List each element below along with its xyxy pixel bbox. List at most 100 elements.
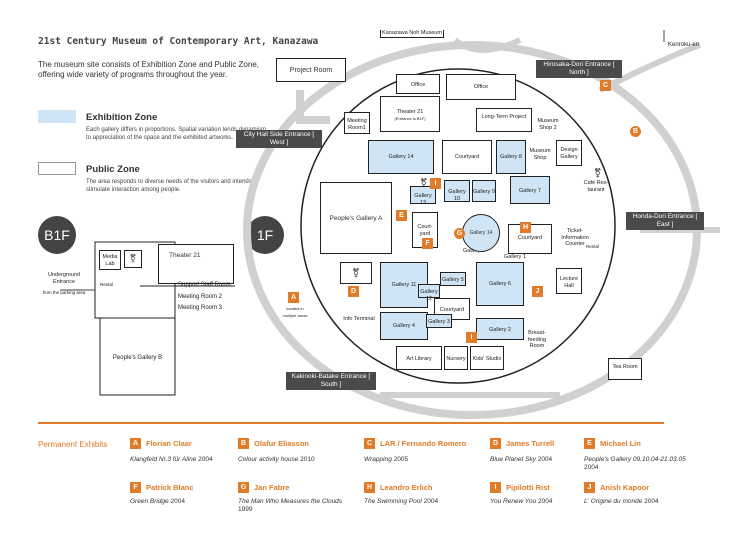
south-entrance-label: Kakinoki-Batake Entrance [ South ]: [286, 372, 376, 390]
exhibit-artist: Florian Claar: [146, 439, 192, 448]
exhibit-artist: LAR / Fernando Romero: [380, 439, 467, 448]
floor-b1-badge: B1F: [38, 216, 76, 254]
gallery-3[interactable]: Gallery 3: [426, 314, 452, 328]
exhibit-artist: Anish Kapoor: [600, 483, 650, 492]
gallery-11[interactable]: Gallery 11: [380, 262, 428, 308]
marker-i-1[interactable]: I: [430, 178, 441, 189]
underground-entrance-label: Underground Entrance: [47, 272, 81, 285]
exhibit-work: Blue Planet Sky 2004: [490, 456, 552, 464]
gallery-4[interactable]: Gallery 4: [380, 312, 428, 340]
f1-design-gallery: Design Gallery: [556, 140, 582, 166]
exhibit-work-title: Blue Planet Sky: [490, 456, 536, 463]
exhibit-work-title: Wrapping: [364, 456, 392, 463]
exhibit-year: 2005: [393, 456, 409, 463]
exhibit-year: 2004: [537, 456, 553, 463]
gallery-1[interactable]: Gallery 1: [503, 254, 526, 260]
f1-kids-studio: Kids' Studio: [470, 346, 504, 370]
gallery-12[interactable]: Gallery 12: [418, 284, 440, 302]
f1-office-1: Office: [396, 74, 440, 94]
f1-restroom-icon: ⚧: [340, 262, 372, 284]
gallery-8[interactable]: Gallery 8: [496, 140, 526, 174]
b1-support-room: Support Staff Room: [178, 282, 231, 288]
exhibit-work-title: The Swimming Pool: [364, 498, 422, 505]
marker-d[interactable]: D: [348, 286, 359, 297]
f1-restroom-icon-3: ⚧: [594, 168, 602, 178]
gallery-6[interactable]: Gallery 6: [476, 262, 524, 306]
north-path: [598, 42, 702, 93]
f1-art-library: Art Library: [396, 346, 442, 370]
marker-f[interactable]: F: [422, 238, 433, 249]
f1-nursery: Nursery: [444, 346, 468, 370]
underground-entrance-sub: from the parking area: [42, 290, 86, 295]
f1-info-terminal: Info Terminal: [343, 316, 375, 322]
f1-office-2: Office: [446, 74, 516, 100]
f1-museum-shop-2: Museum Shop 2: [537, 118, 559, 131]
exhibit-artist: Olafur Eliasson: [254, 439, 310, 448]
f1-longterm-project: Long-Term Project: [476, 108, 532, 132]
f1-meeting-room1: Meeting Room1: [344, 112, 370, 134]
exhibit-artist: Pipilotti Rist: [506, 483, 550, 492]
f1-ticket-counter: Ticket-Information Counter: [561, 228, 589, 247]
exhibit-letter-i: I: [490, 482, 501, 493]
noh-museum-label: Kanazawa Noh Museum: [380, 30, 444, 38]
gallery-7[interactable]: Gallery 7: [510, 176, 550, 204]
west-path: [296, 90, 330, 124]
exhibit-work-title: The Man Who Measures the Clouds: [238, 498, 343, 505]
marker-h[interactable]: H: [520, 222, 531, 233]
exhibit-letter-f: F: [130, 482, 141, 493]
north-entrance-label: Hirosaka-Dori Entrance [ North ]: [536, 60, 622, 78]
f1-theater21: Theater 21(Entrance is B1F): [380, 96, 440, 132]
exhibit-work-title: People's Gallery 09.10.04-21.03.05: [584, 456, 686, 463]
exhibit-year: 2004: [584, 464, 599, 471]
marker-j[interactable]: J: [532, 286, 543, 297]
exhibit-work: L' Origine du monde 2004: [584, 498, 659, 506]
b1-meeting2: Meeting Room 2: [178, 294, 223, 300]
exhibition-zone-title: Exhibition Zone: [86, 112, 158, 123]
gallery-14-north[interactable]: Gallery 14: [368, 140, 434, 174]
f1-breastfeeding: Breast-feeding Room: [527, 330, 547, 349]
gallery-13[interactable]: Gallery 13: [410, 186, 436, 206]
exhibit-letter-d: D: [490, 438, 501, 449]
marker-c[interactable]: C: [600, 80, 611, 91]
exhibit-artist: Patrick Blanc: [146, 483, 194, 492]
b1-media-lab: Media Lab: [99, 250, 121, 270]
b1-rental: Rental: [100, 282, 114, 287]
exhibit-work: People's Gallery 09.10.04-21.03.05 2004: [584, 456, 694, 472]
section-divider: [38, 422, 664, 424]
marker-b[interactable]: B: [630, 126, 641, 137]
exhibit-artist: Leandro Erlich: [380, 483, 433, 492]
exhibit-work: Wrapping 2005: [364, 456, 408, 464]
exhibit-artist: Jan Fabre: [254, 483, 290, 492]
page-title: 21st Century Museum of Contemporary Art,…: [38, 36, 319, 47]
exhibit-work: The Man Who Measures the Clouds 1999: [238, 498, 358, 514]
f1-peoples-gallery-a: People's Gallery A: [320, 182, 392, 254]
exhibit-work-title: Colour activity house: [238, 456, 299, 463]
exhibit-letter-e: E: [584, 438, 595, 449]
exhibit-letter-j: J: [584, 482, 595, 493]
gallery-5[interactable]: Gallery 5: [440, 272, 466, 286]
permanent-exhibits-title: Permanent Exhibits: [38, 440, 108, 449]
exhibit-letter-c: C: [364, 438, 375, 449]
marker-g[interactable]: G: [454, 228, 465, 239]
exhibition-zone-swatch: [38, 110, 76, 123]
f1-theater21-name: Theater 21: [396, 109, 424, 115]
exhibit-year: 1999: [238, 506, 253, 513]
f1-cafe: Café Res-taurant: [583, 180, 609, 193]
exhibit-letter-b: B: [238, 438, 249, 449]
gallery-10[interactable]: Gallery 10: [444, 180, 470, 202]
marker-a[interactable]: A: [288, 292, 299, 303]
exhibit-work-title: L' Origine du monde: [584, 498, 643, 505]
exhibit-work-title: You Renew You: [490, 498, 537, 505]
marker-i-2[interactable]: I: [466, 332, 477, 343]
exhibit-year: 2004: [423, 498, 439, 505]
exhibit-artist: Michael Lin: [600, 439, 641, 448]
tea-room: Tea Room: [608, 358, 642, 380]
marker-e[interactable]: E: [396, 210, 407, 221]
public-zone-swatch: [38, 162, 76, 175]
gallery-2[interactable]: Gallery 2: [476, 318, 524, 340]
gallery-14-round[interactable]: Gallery 14: [462, 214, 500, 252]
west-entrance-label: City Hall Side Entrance [ West ]: [236, 130, 322, 148]
gallery-9[interactable]: Gallery 9: [472, 180, 496, 202]
exhibit-letter-g: G: [238, 482, 249, 493]
exhibit-year: 2004: [198, 456, 213, 463]
